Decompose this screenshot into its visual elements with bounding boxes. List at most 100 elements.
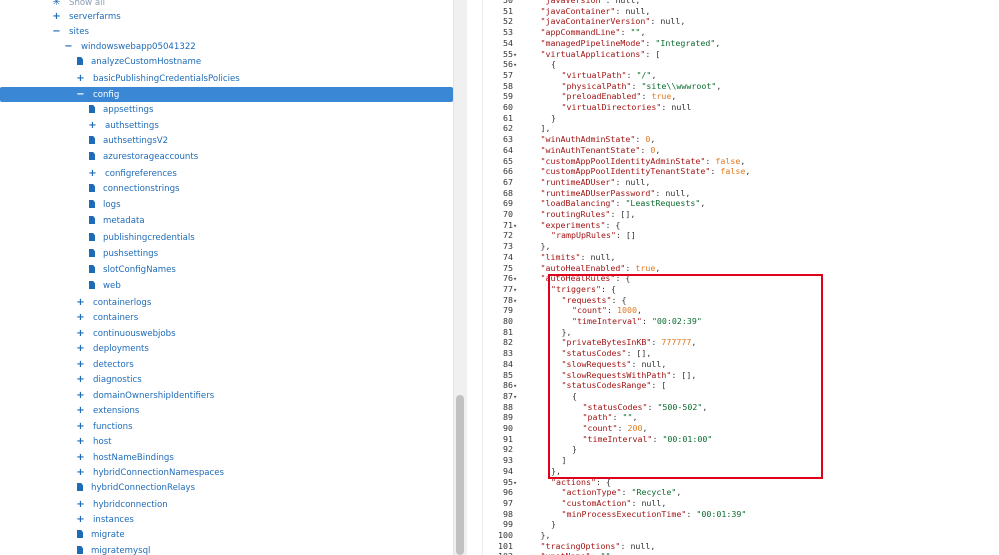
tree-item-extensions[interactable]: +extensions [0, 403, 453, 418]
code-line[interactable]: 90 "count": 200, [483, 423, 999, 434]
code-line[interactable]: 88 "statusCodes": "500-502", [483, 402, 999, 413]
plus-icon[interactable]: + [88, 168, 97, 179]
tree-item-domainownershipidentifiers[interactable]: +domainOwnershipIdentifiers [0, 388, 453, 403]
code-line[interactable]: 68 "runtimeADUserPassword": null, [483, 188, 999, 199]
code-line[interactable]: 100 }, [483, 530, 999, 541]
plus-icon[interactable]: + [76, 421, 85, 432]
tree-item-authsettings[interactable]: +authsettings [0, 118, 453, 133]
code-line[interactable]: 54 "managedPipelineMode": "Integrated", [483, 38, 999, 49]
code-line[interactable]: 102 "vnetName": "", [483, 551, 999, 555]
code-line[interactable]: 58 "physicalPath": "site\\wwwroot", [483, 81, 999, 92]
code-line[interactable]: 51 "javaContainer": null, [483, 6, 999, 17]
tree-item-containers[interactable]: +containers [0, 310, 453, 325]
tree-item-azurestorageaccounts[interactable]: azurestorageaccounts [0, 150, 453, 165]
tree-item-migrate[interactable]: migrate [0, 528, 453, 543]
star-icon[interactable]: ✳ [52, 0, 61, 8]
fold-toggle-icon[interactable]: ▾ [513, 382, 518, 391]
code-line[interactable]: 98 "minProcessExecutionTime": "00:01:39" [483, 509, 999, 520]
plus-icon[interactable]: + [76, 390, 85, 401]
tree-item-containerlogs[interactable]: +containerlogs [0, 295, 453, 310]
code-line[interactable]: 74 "limits": null, [483, 252, 999, 263]
code-line[interactable]: 76▾"autoHealRules": { [483, 273, 999, 284]
code-line[interactable]: 91 "timeInterval": "00:01:00" [483, 434, 999, 445]
tree-item-instances[interactable]: +instances [0, 512, 453, 527]
fold-toggle-icon[interactable]: ▾ [513, 275, 518, 284]
code-line[interactable]: 50 "javaVersion": null, [483, 0, 999, 6]
minus-icon[interactable]: − [76, 89, 85, 100]
tree-item-basicpublishingcredentialspolicies[interactable]: +basicPublishingCredentialsPolicies [0, 71, 453, 86]
tree-item-functions[interactable]: +functions [0, 419, 453, 434]
code-line[interactable]: 62 ], [483, 123, 999, 134]
minus-icon[interactable]: − [64, 41, 73, 52]
code-line[interactable]: 57 "virtualPath": "/", [483, 70, 999, 81]
fold-toggle-icon[interactable]: ▾ [513, 392, 518, 401]
plus-icon[interactable]: + [76, 328, 85, 339]
tree-item-logs[interactable]: logs [0, 198, 453, 213]
tree-item-windowswebapp05041322[interactable]: −windowswebapp05041322 [0, 39, 453, 54]
tree-item-serverfarms[interactable]: +serverfarms [0, 9, 453, 24]
code-line[interactable]: 64 "winAuthTenantState": 0, [483, 145, 999, 156]
plus-icon[interactable]: + [76, 297, 85, 308]
code-line[interactable]: 75 "autoHealEnabled": true, [483, 263, 999, 274]
fold-toggle-icon[interactable]: ▾ [513, 296, 518, 305]
code-line[interactable]: 77▾"triggers": { [483, 284, 999, 295]
tree-item-configreferences[interactable]: +configreferences [0, 166, 453, 181]
code-line[interactable]: 83 "statusCodes": [], [483, 348, 999, 359]
fold-toggle-icon[interactable]: ▾ [513, 50, 518, 59]
tree-item-connectionstrings[interactable]: connectionstrings [0, 182, 453, 197]
plus-icon[interactable]: + [76, 467, 85, 478]
code-line[interactable]: 93 ] [483, 455, 999, 466]
tree-item-publishingcredentials[interactable]: publishingcredentials [0, 231, 453, 246]
code-line[interactable]: 84 "slowRequests": null, [483, 359, 999, 370]
code-line[interactable]: 66 "customAppPoolIdentityTenantState": f… [483, 166, 999, 177]
plus-icon[interactable]: + [52, 11, 61, 22]
fold-toggle-icon[interactable]: ▾ [513, 221, 518, 230]
code-line[interactable]: 73 }, [483, 241, 999, 252]
tree-item-continuouswebjobs[interactable]: +continuouswebjobs [0, 326, 453, 341]
code-line[interactable]: 56▾{ [483, 59, 999, 70]
code-line[interactable]: 79 "count": 1000, [483, 305, 999, 316]
code-line[interactable]: 60 "virtualDirectories": null [483, 102, 999, 113]
code-line[interactable]: 95▾"actions": { [483, 477, 999, 488]
code-line[interactable]: 53 "appCommandLine": "", [483, 27, 999, 38]
plus-icon[interactable]: + [76, 499, 85, 510]
code-line[interactable]: 94 }, [483, 466, 999, 477]
code-line[interactable]: 69 "loadBalancing": "LeastRequests", [483, 198, 999, 209]
tree-item-migratemysql[interactable]: migratemysql [0, 544, 453, 555]
code-line[interactable]: 89 "path": "", [483, 412, 999, 423]
tree-item-show all[interactable]: ✳Show all [0, 0, 453, 10]
tree-item-diagnostics[interactable]: +diagnostics [0, 372, 453, 387]
tree-item-hostnamebindings[interactable]: +hostNameBindings [0, 450, 453, 465]
code-line[interactable]: 52 "javaContainerVersion": null, [483, 16, 999, 27]
code-line[interactable]: 63 "winAuthAdminState": 0, [483, 134, 999, 145]
tree-item-web[interactable]: web [0, 279, 453, 294]
tree-item-slotconfignames[interactable]: slotConfigNames [0, 263, 453, 278]
fold-toggle-icon[interactable]: ▾ [513, 285, 518, 294]
tree-item-hybridconnectionrelays[interactable]: hybridConnectionRelays [0, 481, 453, 496]
plus-icon[interactable]: + [76, 312, 85, 323]
plus-icon[interactable]: + [76, 405, 85, 416]
code-line[interactable]: 97 "customAction": null, [483, 498, 999, 509]
tree-item-deployments[interactable]: +deployments [0, 341, 453, 356]
code-line[interactable]: 87▾{ [483, 391, 999, 402]
code-line[interactable]: 92 } [483, 444, 999, 455]
plus-icon[interactable]: + [76, 73, 85, 84]
plus-icon[interactable]: + [76, 436, 85, 447]
tree-scrollbar[interactable] [453, 0, 467, 555]
code-line[interactable]: 85 "slowRequestsWithPath": [], [483, 370, 999, 381]
plus-icon[interactable]: + [88, 120, 97, 131]
tree-item-appsettings[interactable]: appsettings [0, 103, 453, 118]
code-line[interactable]: 86▾"statusCodesRange": [ [483, 380, 999, 391]
code-line[interactable]: 81 }, [483, 327, 999, 338]
tree-item-detectors[interactable]: +detectors [0, 357, 453, 372]
code-line[interactable]: 80 "timeInterval": "00:02:39" [483, 316, 999, 327]
code-line[interactable]: 96 "actionType": "Recycle", [483, 487, 999, 498]
code-line[interactable]: 67 "runtimeADUser": null, [483, 177, 999, 188]
tree-item-analyzecustomhostname[interactable]: analyzeCustomHostname [0, 55, 453, 70]
plus-icon[interactable]: + [76, 452, 85, 463]
plus-icon[interactable]: + [76, 374, 85, 385]
code-line[interactable]: 70 "routingRules": [], [483, 209, 999, 220]
fold-toggle-icon[interactable]: ▾ [513, 61, 518, 70]
tree-item-metadata[interactable]: metadata [0, 214, 453, 229]
tree-item-authsettingsv2[interactable]: authsettingsV2 [0, 134, 453, 149]
